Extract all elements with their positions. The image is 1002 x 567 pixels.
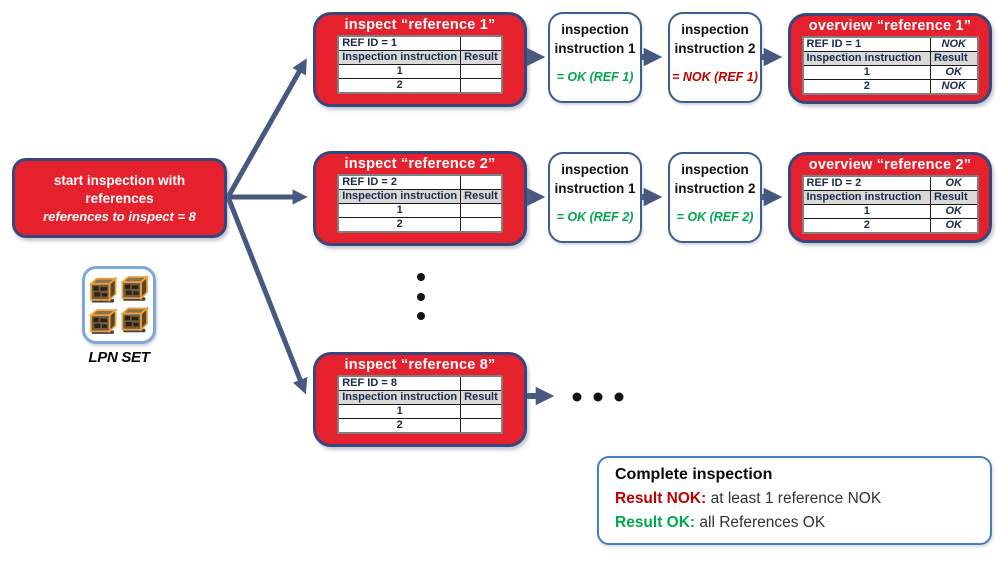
lpn-set-icon <box>82 266 156 344</box>
overview-node-reference-2[interactable]: overview “reference 2” REF ID = 2 OK Ins… <box>788 152 992 243</box>
inspect-table: REF ID = 2 Inspection instruction Result… <box>337 174 503 233</box>
col-instruction: Inspection instruction <box>337 390 462 405</box>
instruction-node-ref1-step2[interactable]: inspection instruction 2 = NOK (REF 1) <box>668 12 762 103</box>
ref-id-cell: REF ID = 8 <box>337 375 462 391</box>
overview-node-reference-1[interactable]: overview “reference 1” REF ID = 1 NOK In… <box>788 13 992 104</box>
inspect-table: REF ID = 1 Inspection instruction Result… <box>337 35 503 94</box>
result-cell <box>460 64 503 79</box>
col-instruction: Inspection instruction <box>337 50 462 65</box>
overview-title: overview “reference 2” <box>808 157 972 173</box>
result-nok-label: Result NOK: <box>615 490 707 507</box>
start-subtitle: references to inspect = 8 <box>43 208 196 224</box>
ref-result-cell <box>460 375 503 391</box>
ref-id-cell: REF ID = 2 <box>802 175 931 191</box>
instruction-title: inspection instruction 1 <box>554 21 635 59</box>
instruction-number: 1 <box>337 203 462 218</box>
start-title: start inspection with references <box>53 173 186 206</box>
inspect-node-reference-2[interactable]: inspect “reference 2” REF ID = 2 Inspect… <box>313 151 527 246</box>
result-ok-label: Result OK: <box>615 514 696 532</box>
col-result: Result <box>460 50 503 65</box>
ref-id-cell: REF ID = 1 <box>802 36 931 52</box>
inspect-node-reference-1[interactable]: inspect “reference 1” REF ID = 1 Inspect… <box>313 12 527 107</box>
ref-id-cell: REF ID = 2 <box>337 174 462 190</box>
instruction-title-line2: instruction 2 <box>674 180 756 196</box>
ref-result-cell <box>460 174 503 190</box>
instruction-number: 2 <box>337 418 462 434</box>
instruction-title-line1: inspection <box>681 22 749 37</box>
result-cell <box>460 217 503 233</box>
instruction-title-line1: inspection <box>561 162 629 177</box>
result-cell <box>460 418 503 434</box>
instruction-number: 1 <box>802 204 931 219</box>
col-result: Result <box>460 390 503 405</box>
ref-id-cell: REF ID = 1 <box>337 35 462 51</box>
instruction-number: 1 <box>802 65 931 80</box>
instruction-node-ref2-step1[interactable]: inspection instruction 1 = OK (REF 2) <box>548 152 642 243</box>
result-cell: OK <box>930 218 978 234</box>
result-cell: NOK <box>930 79 978 95</box>
col-instruction: Inspection instruction <box>802 190 931 205</box>
instruction-number: 2 <box>337 78 462 94</box>
inspect-node-reference-8[interactable]: inspect “reference 8” REF ID = 8 Inspect… <box>313 352 527 447</box>
instruction-result: = OK (REF 2) <box>556 209 634 224</box>
instruction-result: = OK (REF 1) <box>556 69 634 84</box>
crates-icon <box>90 276 148 335</box>
result-cell <box>460 78 503 94</box>
ref-result-cell: NOK <box>930 36 978 52</box>
instruction-title: inspection instruction 2 <box>674 21 755 59</box>
ref-result-cell: OK <box>930 175 978 191</box>
col-result: Result <box>930 51 978 66</box>
instruction-node-ref1-step1[interactable]: inspection instruction 1 = OK (REF 1) <box>548 12 642 103</box>
instruction-number: 1 <box>337 64 462 79</box>
ellipsis-dots <box>417 273 624 402</box>
start-node[interactable]: start inspection with references referen… <box>12 158 227 238</box>
instruction-title-line1: inspection <box>681 162 749 177</box>
result-ok-text: all References OK <box>695 514 826 532</box>
col-result: Result <box>460 189 503 204</box>
instruction-title-line2: instruction 2 <box>674 40 756 56</box>
result-cell: OK <box>930 204 978 219</box>
inspect-title: inspect “reference 8” <box>344 357 496 373</box>
col-result: Result <box>930 190 978 205</box>
instruction-number: 2 <box>802 79 931 95</box>
result-cell: OK <box>930 65 978 80</box>
instruction-number: 1 <box>337 404 462 419</box>
inspect-table: REF ID = 8 Inspection instruction Result… <box>337 375 503 434</box>
fanout-arrows <box>225 58 308 395</box>
complete-inspection-panel: Complete inspection Result NOK: at least… <box>597 456 992 545</box>
inspect-title: inspect “reference 1” <box>344 17 496 33</box>
ref-result-cell <box>460 35 503 51</box>
instruction-title: inspection instruction 2 <box>674 161 755 199</box>
overview-table: REF ID = 2 OK Inspection instruction Res… <box>801 175 979 234</box>
result-cell <box>460 203 503 218</box>
instruction-number: 2 <box>337 217 462 233</box>
instruction-result: = NOK (REF 1) <box>672 69 758 84</box>
result-nok-text: at least 1 reference NOK <box>706 490 882 507</box>
overview-title: overview “reference 1” <box>808 18 972 34</box>
instruction-node-ref2-step2[interactable]: inspection instruction 2 = OK (REF 2) <box>668 152 762 243</box>
instruction-result: = OK (REF 2) <box>676 209 754 224</box>
result-cell <box>460 404 503 419</box>
instruction-title-line2: instruction 1 <box>554 180 636 196</box>
instruction-title-line1: inspection <box>561 22 629 37</box>
overview-table: REF ID = 1 NOK Inspection instruction Re… <box>801 36 979 95</box>
instruction-title: inspection instruction 1 <box>554 161 635 199</box>
col-instruction: Inspection instruction <box>337 189 462 204</box>
inspect-title: inspect “reference 2” <box>344 156 496 172</box>
complete-title: Complete inspection <box>615 466 773 483</box>
complete-ok-line: Result OK: all References OK <box>615 511 974 535</box>
lpn-set-label: LPN SET <box>88 349 150 366</box>
instruction-number: 2 <box>802 218 931 234</box>
complete-nok-line: Result NOK: at least 1 reference NOK <box>615 487 974 511</box>
instruction-title-line2: instruction 1 <box>554 40 636 56</box>
col-instruction: Inspection instruction <box>802 51 931 66</box>
